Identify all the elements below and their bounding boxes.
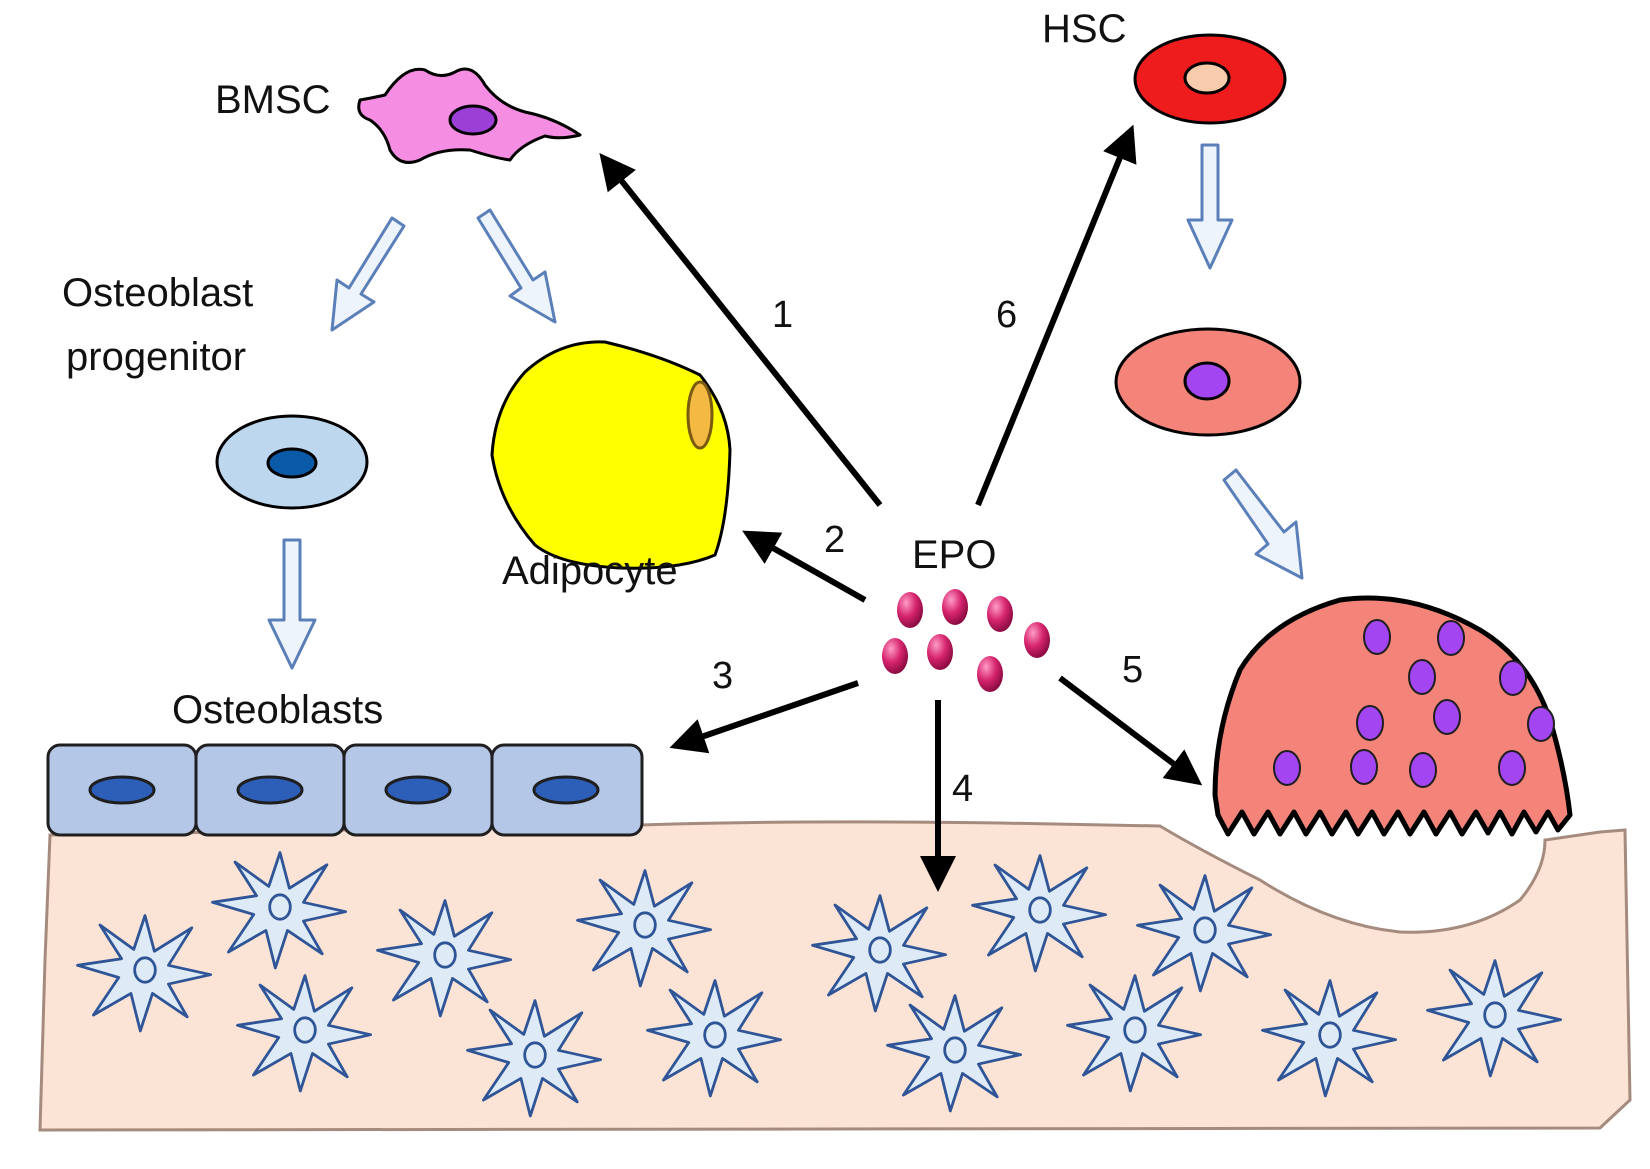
arrow-6-to-hsc — [975, 124, 1137, 507]
arrow-5-to-osteoclast — [1058, 675, 1203, 786]
osteoblast-nucleus — [88, 775, 156, 805]
pathway-number-2: 2 — [824, 519, 845, 561]
label-epo: EPO — [912, 533, 996, 577]
epo-particle — [977, 656, 1003, 692]
osteoblast-nucleus — [532, 775, 600, 805]
adipocyte-nucleus — [686, 380, 714, 450]
bmsc-cell — [357, 67, 582, 164]
adipocyte-cell — [490, 340, 732, 570]
label-adipocyte: Adipocyte — [502, 549, 678, 593]
epo-particles — [882, 589, 1050, 692]
label-osteoblast-progenitor-line2: progenitor — [66, 335, 246, 379]
osteoclast-precursor-cell — [1114, 327, 1302, 437]
osteoclast-nucleus — [1363, 619, 1391, 655]
epo-particle — [1024, 622, 1050, 658]
osteoblast-layer — [46, 743, 644, 837]
pathway-number-3: 3 — [712, 655, 733, 697]
pathway-number-1: 1 — [772, 294, 793, 336]
arrow-1-to-bmsc — [599, 152, 883, 507]
pathway-number-4: 4 — [952, 768, 973, 810]
epo-particle — [927, 634, 953, 670]
osteoclast-nucleus — [1273, 750, 1301, 786]
osteoblast-nucleus — [384, 775, 452, 805]
osteoblast-progenitor-cell — [215, 414, 369, 510]
epo-particle — [942, 589, 968, 625]
osteoclast-nucleus — [1409, 752, 1437, 788]
osteoclast-nucleus — [1356, 705, 1384, 741]
osteoclast-nucleus — [1527, 706, 1555, 742]
bmsc-nucleus — [448, 104, 498, 136]
epo-particle — [897, 592, 923, 628]
osteoblast-nucleus — [236, 775, 304, 805]
osteoclast-nucleus — [1499, 660, 1527, 696]
osteoclast-nucleus — [1433, 699, 1461, 735]
osteoclast-nucleus — [1408, 659, 1436, 695]
label-osteoblasts: Osteoblasts — [172, 688, 383, 732]
osteoclast-nucleus — [1437, 620, 1465, 656]
pathway-number-6: 6 — [996, 294, 1017, 336]
osteoclast-nucleus — [1350, 749, 1378, 785]
arrow-2-to-adipocyte — [742, 530, 867, 603]
hsc-cell — [1133, 33, 1287, 125]
label-hsc: HSC — [1042, 7, 1126, 51]
pathway-number-5: 5 — [1122, 649, 1143, 691]
arrow-3-to-osteoblasts — [669, 680, 859, 754]
osteoclast — [1212, 595, 1573, 837]
label-bmsc: BMSC — [215, 78, 331, 122]
hollow-arrow-precursor-to-osteoclast — [1222, 468, 1304, 580]
hsc-nucleus — [1183, 61, 1231, 95]
hollow-arrow-bmsc-to-adipocyte — [476, 208, 557, 324]
hollow-arrow-hsc-to-precursor — [1186, 143, 1234, 270]
hollow-arrow-progenitor-to-osteoblasts — [267, 538, 317, 670]
precursor-nucleus — [1183, 361, 1231, 401]
epo-particle — [987, 596, 1013, 632]
progenitor-nucleus — [266, 447, 318, 479]
hollow-arrow-bmsc-to-progenitor — [330, 216, 406, 332]
epo-arrows — [599, 124, 1203, 892]
osteoclast-nucleus — [1498, 750, 1526, 786]
differentiation-arrows — [267, 143, 1304, 670]
epo-particle — [882, 638, 908, 674]
label-osteoblast-progenitor-line1: Osteoblast — [62, 271, 253, 315]
